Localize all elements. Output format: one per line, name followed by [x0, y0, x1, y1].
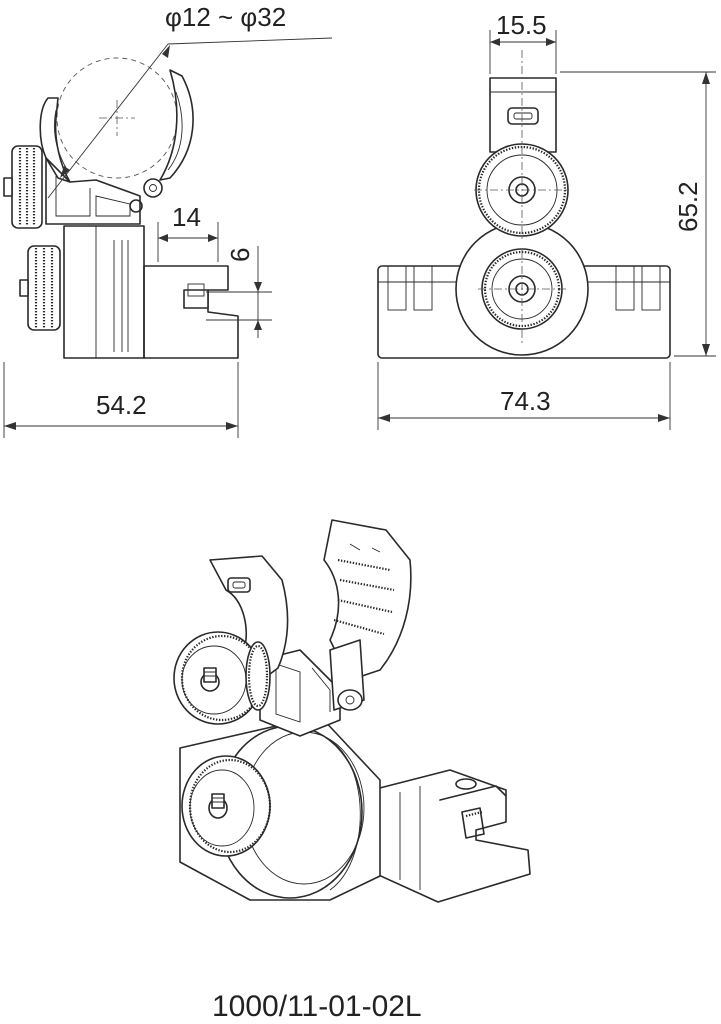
- dim-diameter-label: φ12 ~ φ32: [165, 2, 286, 32]
- hinge-pin: [143, 178, 163, 198]
- dim-slot-width-label: 14: [172, 202, 201, 232]
- iso-hinge-pin: [337, 689, 363, 711]
- side-view: φ12 ~ φ32 14 6 54.2: [3, 2, 333, 438]
- dim-top-width-label: 15.5: [496, 10, 547, 40]
- clamp-body: [45, 157, 141, 225]
- dim-slot-height-label: 6: [225, 248, 255, 262]
- clamp-jaw-right: [159, 69, 194, 181]
- dim-front-width-label: 74.3: [500, 386, 551, 416]
- iso-bracket: [371, 769, 531, 903]
- iso-left-jaw: [209, 555, 289, 681]
- bracket-side: [143, 265, 239, 359]
- isometric-view: [173, 519, 531, 903]
- part-number: 1000/11-01-02L: [212, 990, 422, 1023]
- base-body-side: [63, 225, 145, 359]
- dim-front-height-label: 65.2: [673, 181, 703, 232]
- front-view: 15.5 65.2 74.3: [377, 10, 716, 430]
- iso-right-jaw: [323, 519, 412, 681]
- dim-side-width-label: 54.2: [96, 390, 147, 420]
- top-jaw-block: [489, 77, 557, 153]
